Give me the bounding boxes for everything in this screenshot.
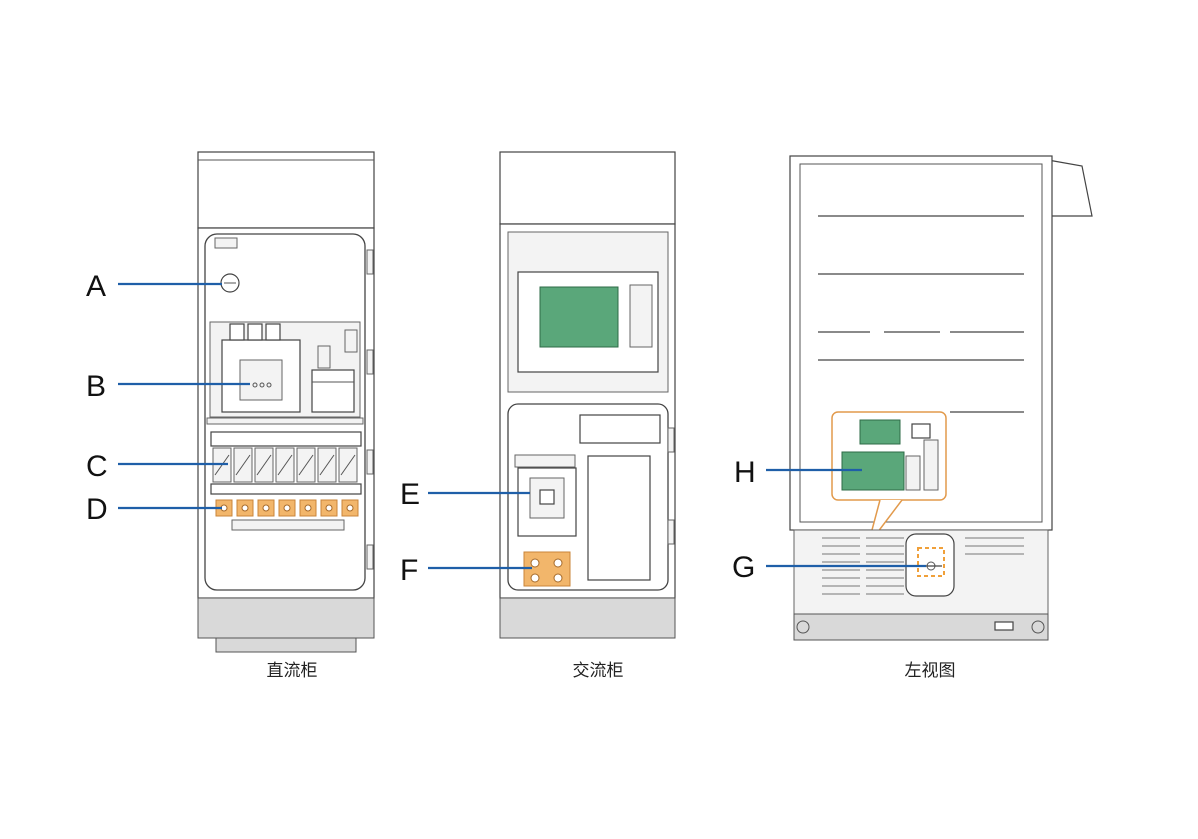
dc-terminal-row-d — [215, 499, 359, 531]
callout-label-b: B — [86, 370, 106, 403]
caption-left-view: 左视图 — [905, 661, 956, 681]
callout-label-d: D — [86, 493, 108, 526]
dc-transformer — [311, 369, 355, 413]
dc-top-hood — [197, 151, 375, 229]
callout-label-a: A — [86, 270, 106, 303]
caption-dc-cabinet: 直流柜 — [267, 661, 318, 681]
ac-side-panel — [587, 455, 651, 581]
callout-label-f: F — [400, 554, 418, 587]
ac-control-board — [539, 286, 619, 348]
callout-label-h: H — [734, 456, 756, 489]
caption-ac-cabinet: 交流柜 — [573, 661, 624, 681]
ac-door-frame — [507, 403, 669, 591]
callout-label-e: E — [400, 478, 420, 511]
ac-top-hood — [499, 151, 676, 225]
callout-label-c: C — [86, 450, 108, 483]
dc-base — [197, 597, 375, 639]
dc-fuse-row-c — [210, 431, 362, 495]
left-side-view — [789, 155, 1093, 641]
ac-base — [499, 597, 676, 639]
side-base — [793, 613, 1049, 641]
side-vent-hood — [1047, 159, 1093, 217]
ac-cabinet — [499, 151, 676, 639]
dc-cabinet — [197, 151, 375, 653]
callout-label-g: G — [732, 551, 755, 584]
dc-door-frame — [204, 233, 366, 591]
